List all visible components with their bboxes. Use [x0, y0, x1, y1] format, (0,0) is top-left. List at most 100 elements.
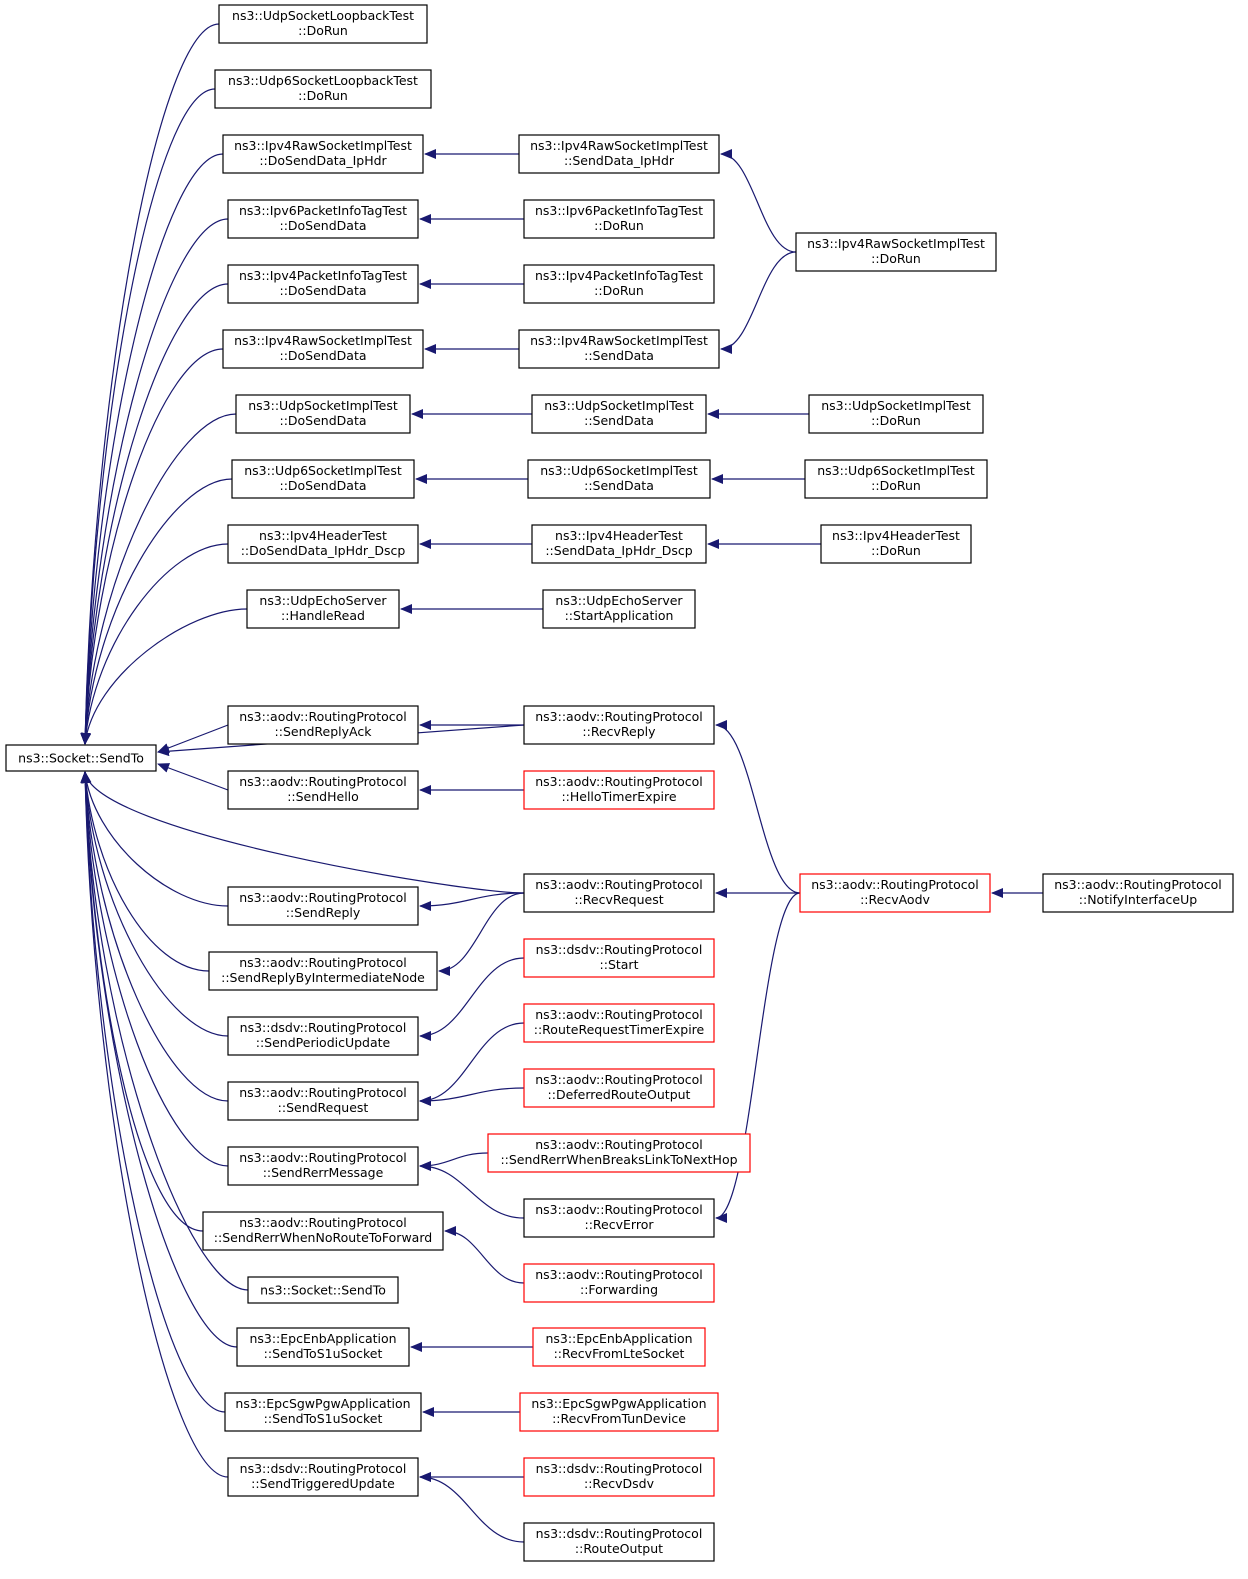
- node-n3[interactable]: ns3::Ipv4RawSocketImplTest::DoSendData_I…: [222, 134, 424, 174]
- node-n11[interactable]: ns3::aodv::RoutingProtocol::SendReplyAck: [227, 705, 419, 745]
- node-m2[interactable]: ns3::Ipv6PacketInfoTagTest::DoRun: [523, 199, 715, 239]
- node-layer: ns3::Socket::SendTo ns3::UdpSocketLoopbac…: [5, 4, 1234, 1562]
- node-n4[interactable]: ns3::Ipv6PacketInfoTagTest::DoSendData: [227, 199, 419, 239]
- node-m11[interactable]: ns3::aodv::RoutingProtocol::RecvRequest: [523, 873, 715, 913]
- node-x1[interactable]: ns3::aodv::RoutingProtocol::NotifyInterf…: [1042, 873, 1234, 913]
- node-m1[interactable]: ns3::Ipv4RawSocketImplTest::SendData_IpH…: [518, 134, 720, 174]
- node-r2[interactable]: ns3::UdpSocketImplTest::DoRun: [808, 394, 984, 434]
- node-n16[interactable]: ns3::aodv::RoutingProtocol::SendRequest: [227, 1081, 419, 1121]
- edge-n2-to-root: [80, 88, 216, 745]
- node-label-line: ::DoSendData_IpHdr: [259, 153, 387, 168]
- node-m9[interactable]: ns3::aodv::RoutingProtocol::RecvReply: [523, 705, 715, 745]
- edge-n21-to-root: [80, 771, 226, 1413]
- node-n19[interactable]: ns3::Socket::SendTo: [247, 1276, 399, 1304]
- node-m3[interactable]: ns3::Ipv4PacketInfoTagTest::DoRun: [523, 264, 715, 304]
- edge-n22-to-root: [80, 771, 229, 1478]
- node-label-line: ns3::UdpEchoServer: [555, 593, 683, 608]
- node-box: [227, 1146, 419, 1186]
- node-n17[interactable]: ns3::aodv::RoutingProtocol::SendRerrMess…: [227, 1146, 419, 1186]
- edge-n3-to-root: [80, 153, 224, 745]
- edge-n11-to-root: [157, 724, 229, 753]
- node-box: [523, 264, 715, 304]
- node-n9[interactable]: ns3::Ipv4HeaderTest::DoSendData_IpHdr_Ds…: [227, 524, 419, 564]
- edge-n12-to-root: [157, 763, 229, 791]
- node-label-line: ::Start: [600, 957, 639, 972]
- node-label-line: ns3::Ipv4RawSocketImplTest: [530, 333, 708, 348]
- node-box: [523, 1198, 715, 1238]
- node-n18[interactable]: ns3::aodv::RoutingProtocol::SendRerrWhen…: [202, 1211, 444, 1251]
- node-box: [247, 1276, 399, 1304]
- node-n22[interactable]: ns3::dsdv::RoutingProtocol::SendTriggere…: [227, 1457, 419, 1497]
- node-n6[interactable]: ns3::Ipv4RawSocketImplTest::DoSendData: [222, 329, 424, 369]
- node-label-line: ns3::Ipv4RawSocketImplTest: [234, 333, 412, 348]
- node-m20[interactable]: ns3::dsdv::RoutingProtocol::RecvDsdv: [523, 1457, 715, 1497]
- node-m13[interactable]: ns3::aodv::RoutingProtocol::RouteRequest…: [523, 1003, 715, 1043]
- node-m18[interactable]: ns3::EpcEnbApplication::RecvFromLteSocke…: [532, 1327, 706, 1367]
- node-label-line: ::SendData: [584, 413, 654, 428]
- node-box: [222, 329, 424, 369]
- node-m10[interactable]: ns3::aodv::RoutingProtocol::HelloTimerEx…: [523, 770, 715, 810]
- node-label-line: ::DoRun: [298, 23, 348, 38]
- node-label-line: ns3::Ipv4PacketInfoTagTest: [535, 268, 703, 283]
- node-label-line: ::DoSendData: [279, 283, 366, 298]
- node-n5[interactable]: ns3::Ipv4PacketInfoTagTest::DoSendData: [227, 264, 419, 304]
- edge-m21-to-n22: [419, 1472, 525, 1543]
- node-label-line: ns3::Ipv4PacketInfoTagTest: [239, 268, 407, 283]
- node-m14[interactable]: ns3::aodv::RoutingProtocol::DeferredRout…: [523, 1068, 715, 1108]
- node-n7[interactable]: ns3::UdpSocketImplTest::DoSendData: [235, 394, 411, 434]
- node-n1[interactable]: ns3::UdpSocketLoopbackTest::DoRun: [218, 4, 428, 44]
- node-m16[interactable]: ns3::aodv::RoutingProtocol::RecvError: [523, 1198, 715, 1238]
- node-n10[interactable]: ns3::UdpEchoServer::HandleRead: [246, 589, 400, 629]
- node-label-line: ns3::EpcEnbApplication: [249, 1331, 396, 1346]
- node-n21[interactable]: ns3::EpcSgwPgwApplication::SendToS1uSock…: [224, 1392, 422, 1432]
- node-box: [246, 589, 400, 629]
- node-m17[interactable]: ns3::aodv::RoutingProtocol::Forwarding: [523, 1263, 715, 1303]
- node-label-line: ::SendHello: [287, 789, 359, 804]
- node-n13[interactable]: ns3::aodv::RoutingProtocol::SendReply: [227, 886, 419, 926]
- node-box: [1042, 873, 1234, 913]
- node-m12[interactable]: ns3::dsdv::RoutingProtocol::Start: [523, 938, 715, 978]
- node-label-line: ::DoRun: [871, 413, 921, 428]
- node-m5[interactable]: ns3::UdpSocketImplTest::SendData: [531, 394, 707, 434]
- node-box: [799, 873, 991, 913]
- edge-n6-to-root: [80, 348, 224, 745]
- node-box: [523, 199, 715, 239]
- node-label-line: ns3::aodv::RoutingProtocol: [239, 1085, 407, 1100]
- node-label-line: ns3::aodv::RoutingProtocol: [239, 709, 407, 724]
- node-box: [531, 394, 707, 434]
- node-n12[interactable]: ns3::aodv::RoutingProtocol::SendHello: [227, 770, 419, 810]
- node-r5[interactable]: ns3::aodv::RoutingProtocol::RecvAodv: [799, 873, 991, 913]
- edge-m11-to-n14: [438, 892, 525, 976]
- node-label-line: ::DoSendData: [279, 348, 366, 363]
- node-box: [214, 69, 432, 109]
- node-n15[interactable]: ns3::dsdv::RoutingProtocol::SendPeriodic…: [227, 1016, 419, 1056]
- node-m15[interactable]: ns3::aodv::RoutingProtocol::SendRerrWhen…: [487, 1133, 751, 1173]
- edge-m11-to-root: [81, 771, 525, 894]
- node-root[interactable]: ns3::Socket::SendTo: [5, 744, 157, 772]
- node-label-line: ns3::aodv::RoutingProtocol: [535, 774, 703, 789]
- node-m4[interactable]: ns3::Ipv4RawSocketImplTest::SendData: [518, 329, 720, 369]
- node-n20[interactable]: ns3::EpcEnbApplication::SendToS1uSocket: [236, 1327, 410, 1367]
- node-label-line: ns3::aodv::RoutingProtocol: [535, 1267, 703, 1282]
- node-m7[interactable]: ns3::Ipv4HeaderTest::SendData_IpHdr_Dscp: [531, 524, 707, 564]
- node-n8[interactable]: ns3::Udp6SocketImplTest::DoSendData: [231, 459, 415, 499]
- node-box: [532, 1327, 706, 1367]
- node-m6[interactable]: ns3::Udp6SocketImplTest::SendData: [527, 459, 711, 499]
- node-label-line: ns3::Ipv4HeaderTest: [832, 528, 960, 543]
- node-r4[interactable]: ns3::Ipv4HeaderTest::DoRun: [820, 524, 972, 564]
- node-r3[interactable]: ns3::Udp6SocketImplTest::DoRun: [804, 459, 988, 499]
- node-r1[interactable]: ns3::Ipv4RawSocketImplTest::DoRun: [795, 232, 997, 272]
- node-box: [527, 459, 711, 499]
- node-label-line: ns3::UdpSocketImplTest: [821, 398, 971, 413]
- node-n14[interactable]: ns3::aodv::RoutingProtocol::SendReplyByI…: [208, 951, 438, 991]
- node-label-line: ns3::UdpEchoServer: [259, 593, 387, 608]
- node-m19[interactable]: ns3::EpcSgwPgwApplication::RecvFromTunDe…: [519, 1392, 719, 1432]
- node-m8[interactable]: ns3::UdpEchoServer::StartApplication: [542, 589, 696, 629]
- node-label-line: ::DoRun: [594, 218, 644, 233]
- node-n2[interactable]: ns3::Udp6SocketLoopbackTest::DoRun: [214, 69, 432, 109]
- node-label-line: ::RecvError: [585, 1217, 655, 1232]
- node-m21[interactable]: ns3::dsdv::RoutingProtocol::RouteOutput: [523, 1522, 715, 1562]
- node-box: [487, 1133, 751, 1173]
- node-box: [227, 770, 419, 810]
